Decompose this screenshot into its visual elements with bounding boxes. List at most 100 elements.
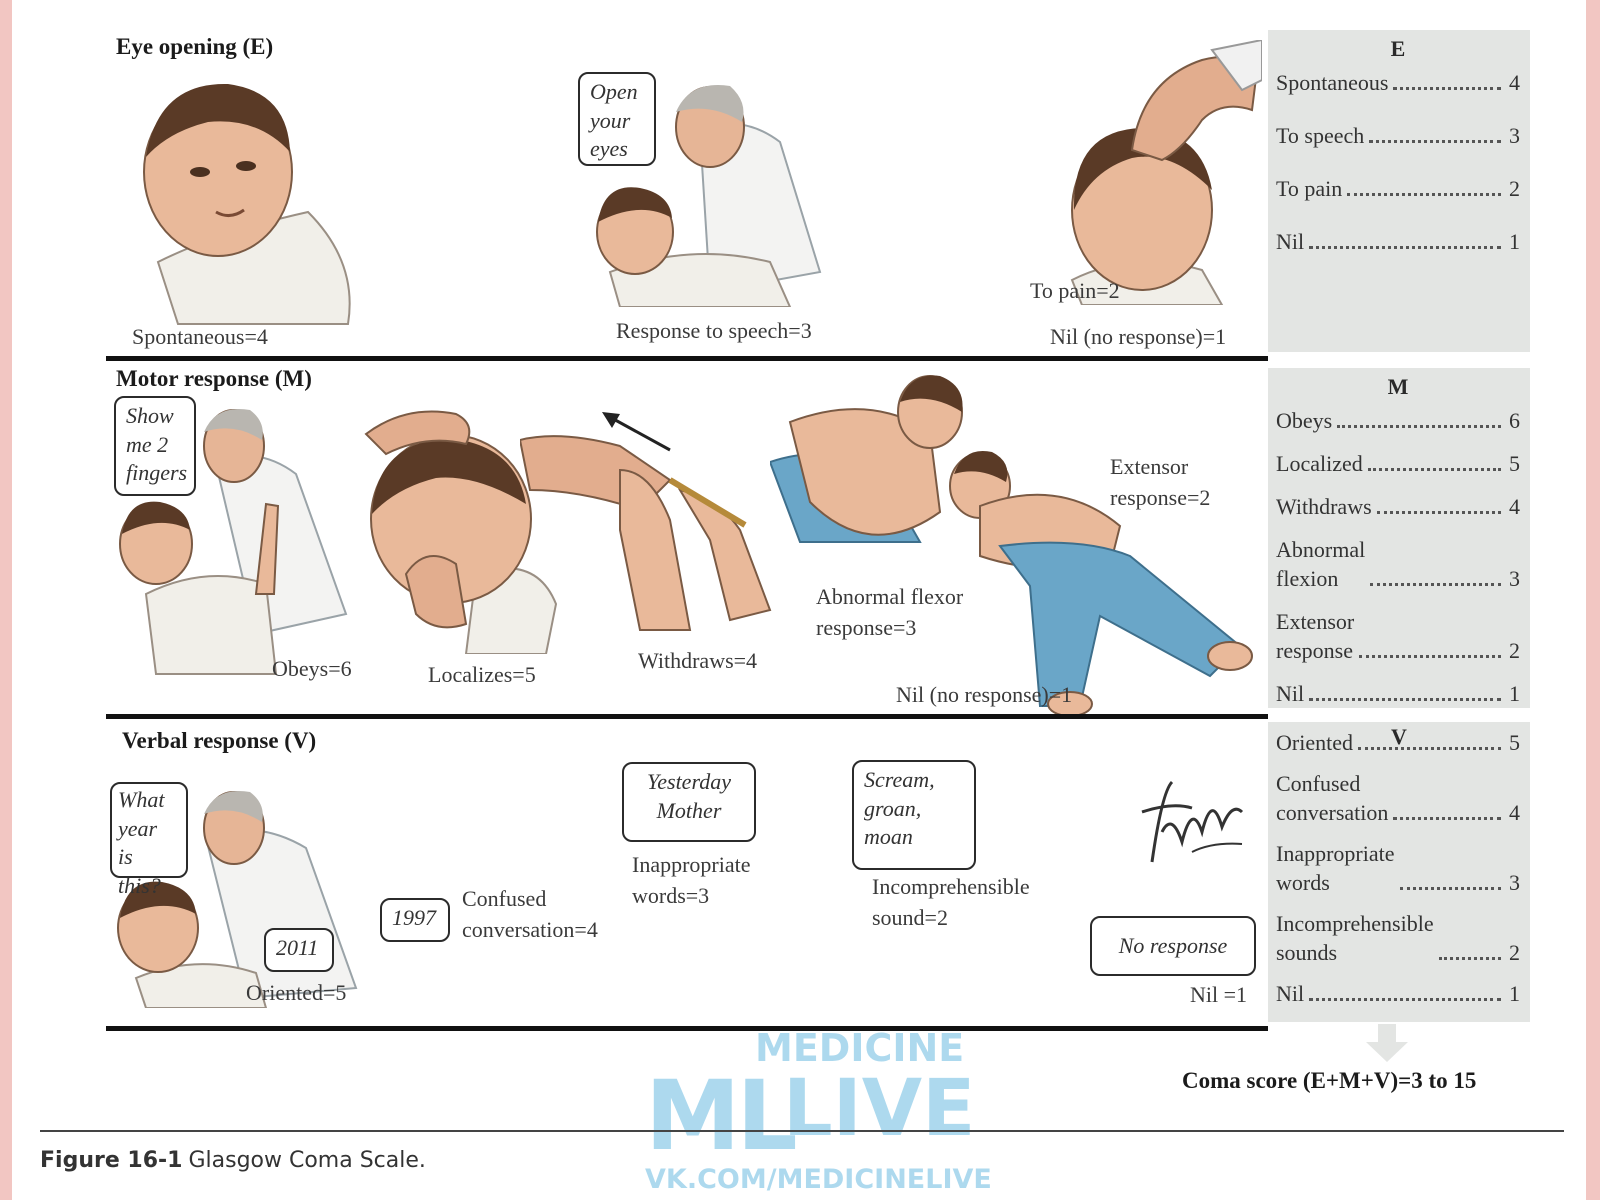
left-frame-border [0,0,12,1200]
dot-leader [1359,655,1501,659]
dot-leader [1309,246,1501,250]
score-value: 2 [1509,638,1520,664]
figure-number: Figure 16-1 [40,1148,183,1173]
dot-leader [1370,583,1501,587]
figure-title: Glasgow Coma Scale. [188,1148,426,1173]
score-row: Extensor response 2 [1276,607,1520,665]
bubble-line: me 2 [126,431,169,457]
bubble-line: is this? [118,844,161,898]
bubble-line: Scream, [864,767,935,792]
caption-inappropriate-words: Inappropriate words=3 [632,852,751,908]
caption-to-pain: To pain=2 [1030,278,1120,303]
score-label: Oriented [1276,730,1353,755]
panel-heading: E [1390,36,1406,61]
score-value: 2 [1509,176,1520,202]
eye-section-title: Eye opening (E) [116,34,274,59]
bubble-line: Show [126,403,174,428]
yesterday-mother-bubble: Yesterday Mother [622,762,756,842]
bubble-line: moan [864,824,913,850]
dot-leader [1309,698,1501,702]
score-label: Nil [1276,229,1305,255]
caption-verbal-nil: Nil =1 [1190,982,1248,1007]
bubble-line: year [118,815,158,841]
dot-leader [1309,998,1501,1002]
score-value: 1 [1509,229,1520,255]
caption-divider [40,1130,1564,1132]
score-value: 3 [1509,566,1520,592]
score-value: 2 [1509,940,1520,966]
caption-oriented: Oriented=5 [246,980,347,1005]
section-divider [106,714,1268,719]
dot-leader [1337,425,1501,429]
netter-signature [1141,780,1244,863]
score-label: Withdraws [1276,494,1372,520]
medicinelive-watermark: MEDICINE ML LIVE VK.COM/MEDICINELIVE [645,1024,992,1196]
bubble-line: Mother [656,797,722,823]
watermark-line: LIVE [783,1064,976,1154]
caption-abnormal-flexor: Abnormal flexor response=3 [816,584,964,640]
watermark-logo: ML [645,1060,798,1172]
dot-leader [1369,140,1501,144]
score-value: 5 [1509,730,1520,755]
score-label: Spontaneous [1276,70,1389,95]
score-value: 6 [1509,408,1520,433]
score-row: Obeys 6 [1276,406,1520,435]
caption-response-to-speech: Response to speech=3 [616,318,812,343]
dot-leader [1357,747,1501,751]
show-me-two-fingers-bubble: Show me 2 fingers [114,396,196,496]
score-row: To pain 2 [1276,174,1520,203]
score-label: Incomprehensible sounds [1276,911,1434,966]
panel-heading: V [1391,724,1407,749]
score-label: Obeys [1276,408,1333,433]
score-label: Inappropriate words [1276,841,1395,896]
score-label: Extensor response [1276,609,1355,664]
caption-motor-nil: Nil (no response)=1 [896,682,1073,707]
scream-groan-moan-bubble: Scream, groan, moan [852,760,976,870]
score-label: Abnormal flexion [1276,537,1366,592]
score-row: Nil 1 [1276,227,1520,256]
speech-response-figure [596,85,822,307]
no-response-bubble: No response [1090,916,1256,976]
caption-spontaneous: Spontaneous=4 [132,324,268,349]
score-label: Nil [1276,681,1305,707]
score-value: 5 [1509,451,1520,477]
score-value: 1 [1509,681,1520,707]
section-divider [106,1026,1268,1031]
bubble-line: Yesterday [647,769,731,794]
score-label: To pain [1276,176,1343,202]
score-value: 1 [1509,981,1520,1007]
sum-arrow-icon [1366,1024,1408,1062]
dot-leader [1393,817,1501,821]
motor-section-title: Motor response (M) [116,366,312,391]
bubble-line: groan, [864,795,922,821]
dot-leader [1347,193,1501,197]
caption-eye-nil: Nil (no response)=1 [1050,324,1227,349]
panel-heading: M [1387,374,1409,399]
watermark-line: MEDICINE [755,1026,965,1070]
dot-leader [1393,87,1501,91]
score-label: To speech [1276,123,1365,149]
what-year-bubble: What year is this? [110,782,188,898]
dot-leader [1367,468,1501,472]
coma-score-formula: Coma score (E+M+V)=3 to 15 [1182,1068,1477,1093]
score-row: Abnormal flexion 3 [1276,535,1520,593]
withdraws-figure [520,412,772,631]
answer-2011-bubble: 2011 [264,928,334,972]
watermark-url: VK.COM/MEDICINELIVE [645,1164,992,1195]
caption-obeys: Obeys=6 [272,656,352,681]
patient-spontaneous-figure [143,83,351,325]
caption-confused-conversation: Confused conversation=4 [462,886,598,942]
dot-leader [1376,511,1501,515]
caption-localizes: Localizes=5 [428,662,536,687]
score-value: 4 [1509,494,1520,520]
bubble-line: your [590,107,631,133]
score-value: 4 [1509,70,1520,95]
caption-extensor: Extensor response=2 [1110,454,1211,510]
